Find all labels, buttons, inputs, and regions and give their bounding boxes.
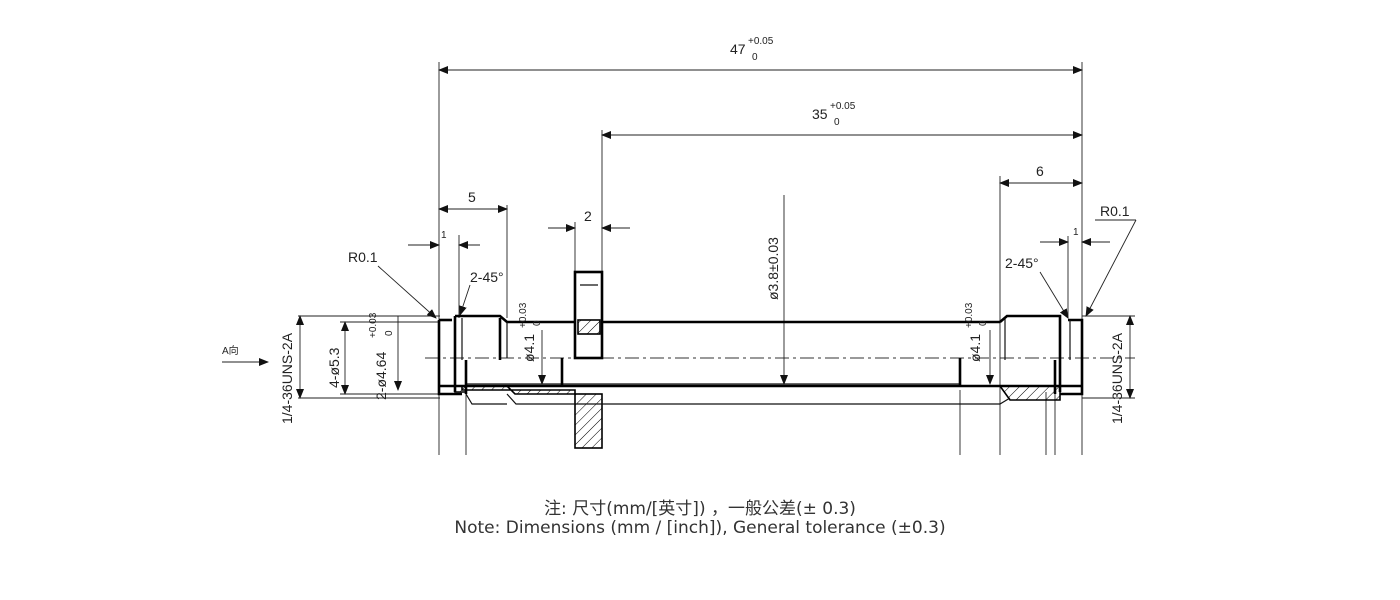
dim-right-step: 1 [1073,227,1079,238]
dim-right-bore-tol-upper: +0.03 [964,302,975,328]
note-chinese: 注: 尺寸(mm/[英寸]) ，一般公差(± 0.3) [544,499,856,519]
dim-groove-dia: 2-ø4.64 [373,352,389,400]
dim-left-step: 1 [441,230,447,241]
dim-right-length: 6 [1036,163,1044,179]
dim-overall-tol-lower: 0 [752,52,758,63]
dimension-lines [222,66,1137,399]
dimension-labels: 47 +0.05 0 35 +0.05 0 5 1 2 6 1 R0.1 R0.… [222,36,1130,424]
dim-left-bore: ø4.1 [521,334,537,362]
extension-lines [438,62,1083,455]
dim-left-bore-tol-lower: 0 [532,320,543,326]
dim-inner-tol-lower: 0 [834,117,840,128]
dim-groove-tol-lower: 0 [384,330,395,336]
dim-right-bore: ø4.1 [967,334,983,362]
dim-overall-tol-upper: +0.05 [748,36,774,47]
dim-shaft-dia: ø3.8±0.03 [765,237,781,300]
dim-inner: 35 [812,106,828,122]
dim-left-thread: 1/4-36UNS-2A [279,332,295,424]
dim-right-bore-tol-lower: 0 [978,320,989,326]
dim-left-chamfer: 2-45° [470,269,504,285]
dim-right-radius: R0.1 [1100,203,1130,219]
dim-groove-tol-upper: +0.03 [368,312,379,338]
view-label: A向 [222,344,239,357]
note-english: Note: Dimensions (mm / [inch]), General … [454,518,946,538]
part-outline [437,270,1084,449]
dim-right-thread: 1/4-36UNS-2A [1109,332,1125,424]
dim-flange-width: 2 [584,208,592,224]
technical-drawing: 47 +0.05 0 35 +0.05 0 5 1 2 6 1 R0.1 R0.… [222,36,1137,455]
dim-left-radius: R0.1 [348,249,378,265]
dim-hole-pattern: 4-ø5.3 [326,347,342,388]
dim-left-length: 5 [468,189,476,205]
dim-overall: 47 [730,41,746,57]
dim-left-bore-tol-upper: +0.03 [518,302,529,328]
dim-right-chamfer: 2-45° [1005,255,1039,271]
dim-inner-tol-upper: +0.05 [830,101,856,112]
